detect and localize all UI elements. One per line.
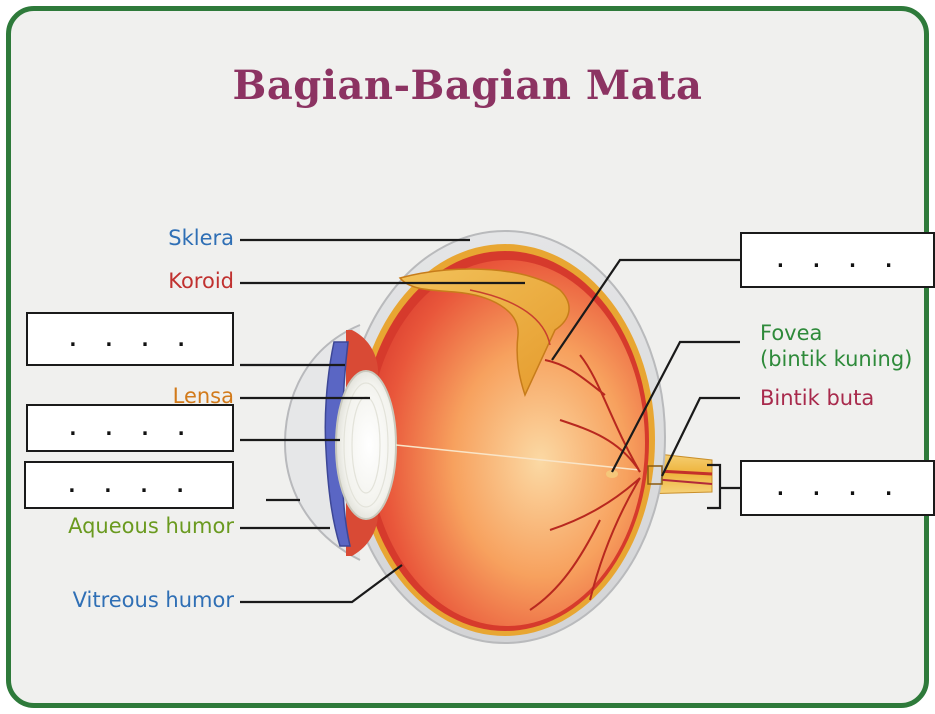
blank-box-left-3[interactable]: . . . .: [24, 461, 234, 509]
blank-box-top-right[interactable]: . . . .: [740, 232, 935, 288]
label-vitreous-humor: Vitreous humor: [30, 588, 234, 612]
leader-vitreous: [240, 565, 402, 602]
label-fovea: Fovea: [760, 321, 822, 345]
label-aqueous-humor: Aqueous humor: [40, 514, 234, 538]
label-sklera: Sklera: [120, 226, 234, 250]
blank-box-left-2[interactable]: . . . .: [26, 404, 234, 452]
blank-box-bottom-right[interactable]: . . . .: [740, 460, 935, 516]
label-bintik-buta: Bintik buta: [760, 386, 874, 410]
lens: [336, 371, 396, 519]
label-koroid: Koroid: [120, 269, 234, 293]
vitreous-body: [369, 260, 645, 626]
blank-box-left-1[interactable]: . . . .: [26, 312, 234, 366]
label-fovea-sub: (bintik kuning): [760, 347, 912, 371]
